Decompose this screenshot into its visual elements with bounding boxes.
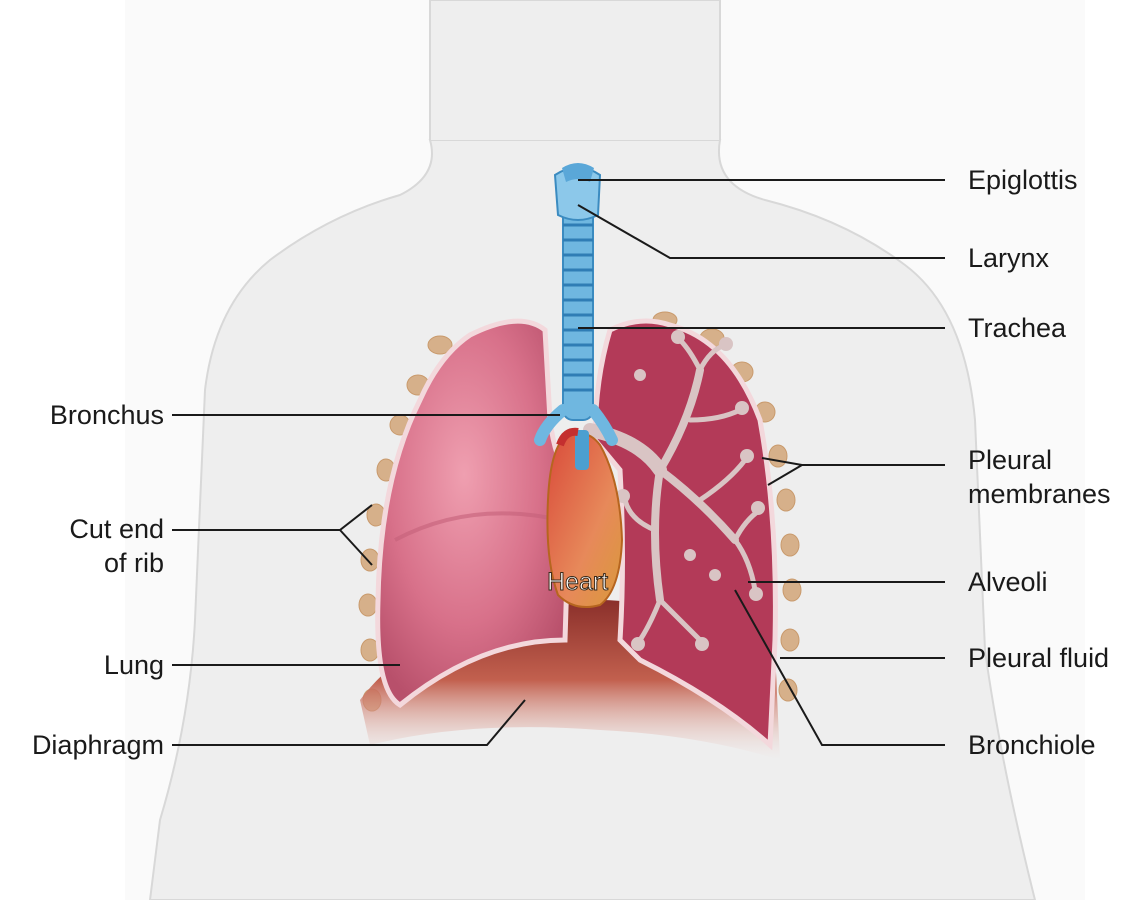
label-epiglottis: Epiglottis	[968, 165, 1078, 195]
label-bronchus: Bronchus	[50, 400, 164, 430]
label-cut-end-1: Cut end	[69, 514, 164, 544]
label-lung: Lung	[104, 650, 164, 680]
label-pleural-membranes-2: membranes	[968, 479, 1111, 509]
label-trachea: Trachea	[968, 313, 1066, 343]
label-cut-end-2: of rib	[104, 548, 164, 578]
label-bronchiole: Bronchiole	[968, 730, 1096, 760]
label-pleural-membranes-1: Pleural	[968, 445, 1052, 475]
label-pleural-fluid: Pleural fluid	[968, 643, 1109, 673]
label-larynx: Larynx	[968, 243, 1049, 273]
label-diaphragm: Diaphragm	[32, 730, 164, 760]
neck-outline	[430, 0, 720, 140]
label-heart: Heart	[547, 568, 608, 596]
label-alveoli: Alveoli	[968, 567, 1048, 597]
